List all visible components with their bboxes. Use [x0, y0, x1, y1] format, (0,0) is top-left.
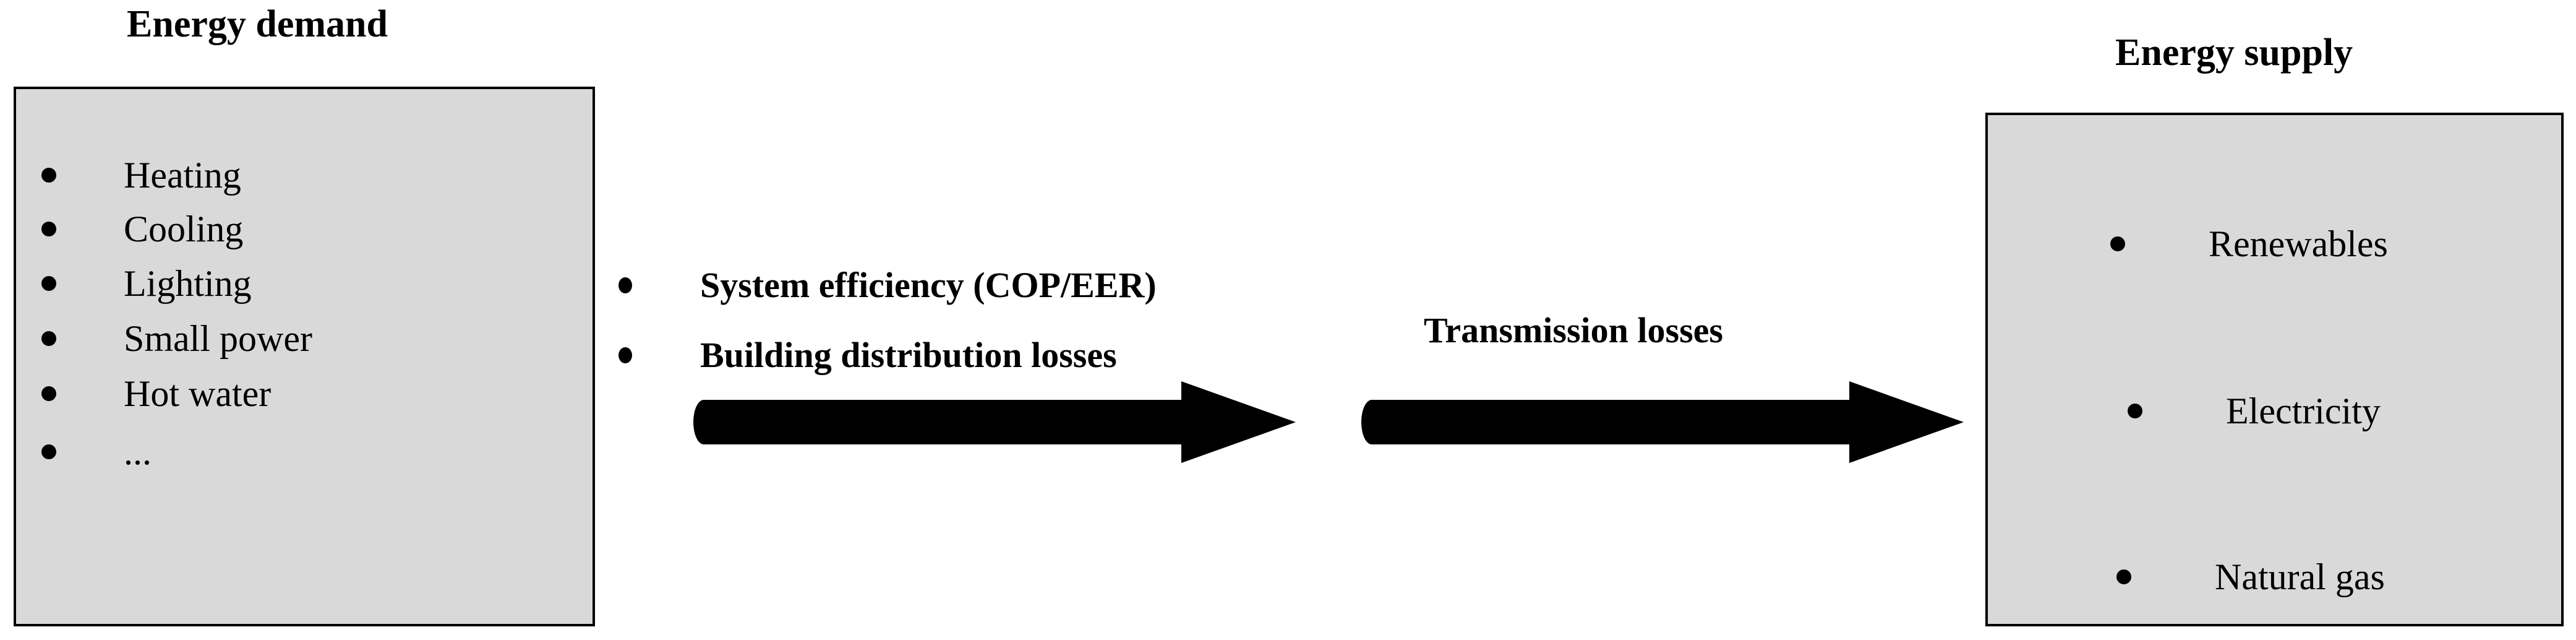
transmission-flow-arrow [1361, 381, 1964, 463]
transmission-losses-label: Transmission losses [1424, 310, 1723, 350]
list-item: Lighting [41, 265, 252, 302]
efficiency-flow-arrow [693, 381, 1296, 463]
list-item-label: Renewables [2209, 223, 2388, 264]
list-item-label: Lighting [124, 263, 252, 304]
bullet-icon [41, 444, 56, 459]
bullet-icon [2110, 236, 2125, 251]
energy-demand-box [14, 87, 595, 626]
list-item-label: Electricity [2226, 391, 2381, 431]
list-item-label: ... [124, 431, 152, 472]
bullet-icon [2128, 404, 2142, 418]
list-item: System efficiency (COP/EER) [618, 267, 1157, 303]
list-item-label: Hot water [124, 373, 272, 414]
energy-supply-box [1985, 113, 2564, 626]
list-item: Cooling [41, 210, 243, 248]
list-item: Heating [41, 157, 241, 194]
energy-supply-title: Energy supply [2115, 32, 2353, 74]
bullet-icon [618, 347, 632, 363]
bullet-icon [41, 386, 56, 401]
bullet-icon [41, 276, 56, 291]
list-item-label: Small power [124, 318, 312, 359]
list-item: Natural gas [2116, 558, 2385, 595]
list-item: Small power [41, 320, 312, 357]
list-item-label: Building distribution losses [700, 335, 1117, 375]
list-item-label: Natural gas [2215, 556, 2385, 597]
bullet-icon [2116, 569, 2131, 584]
list-item-label: System efficiency (COP/EER) [700, 265, 1157, 305]
energy-demand-title: Energy demand [127, 3, 388, 45]
bullet-icon [41, 331, 56, 346]
bullet-icon [618, 277, 632, 293]
bullet-icon [41, 222, 56, 236]
list-item: Renewables [2110, 225, 2388, 262]
bullet-icon [41, 168, 56, 183]
list-item: Building distribution losses [618, 337, 1117, 373]
list-item: Electricity [2128, 392, 2381, 430]
list-item-label: Cooling [124, 209, 244, 249]
list-item: Hot water [41, 375, 271, 412]
list-item: ... [41, 433, 152, 470]
list-item-label: Heating [124, 155, 241, 196]
